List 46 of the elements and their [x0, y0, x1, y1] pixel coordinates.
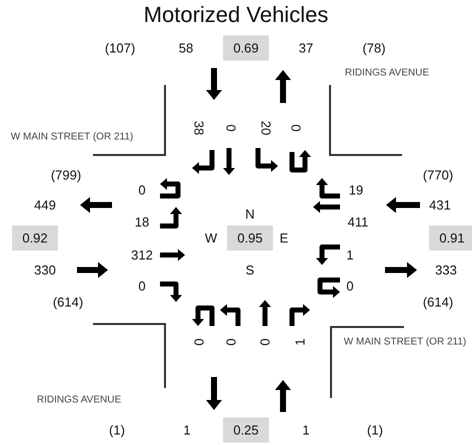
total-volume: (770) — [422, 168, 454, 182]
total-volume: (799) — [50, 168, 82, 182]
peak-hour-factor: 0.92 — [12, 226, 58, 250]
turn-count: 1 — [292, 338, 308, 346]
peak-hour-factor: 0.95 — [227, 226, 273, 250]
volume-count: 411 — [348, 214, 368, 230]
turn-count: 0 — [224, 124, 238, 132]
street-name: RIDINGS AVENUE — [344, 66, 430, 80]
volume-count: 37 — [298, 40, 314, 56]
volume-count: 330 — [34, 262, 56, 278]
street-name: W MAIN STREET (OR 211) — [10, 130, 134, 144]
volume-count: 0 — [346, 278, 354, 294]
compass-letter: W — [204, 230, 218, 246]
total-volume: (78) — [362, 40, 386, 56]
volume-count: 1 — [346, 248, 354, 262]
volume-count: 18 — [134, 214, 150, 230]
compass-letter: S — [246, 262, 254, 278]
turn-count: 0 — [192, 338, 206, 346]
diagram-title: Motorized Vehicles — [144, 3, 328, 27]
volume-count: 1 — [183, 422, 191, 438]
compass-letter: N — [245, 206, 255, 222]
volume-count: 333 — [435, 262, 457, 278]
total-volume: (614) — [422, 294, 454, 310]
volume-count: 0 — [138, 182, 146, 198]
total-volume: (107) — [104, 40, 136, 56]
total-volume: (614) — [52, 294, 84, 310]
volume-count: 431 — [429, 198, 451, 212]
compass-letter: E — [280, 230, 288, 246]
volume-count: 0 — [138, 278, 146, 294]
total-volume: (1) — [109, 422, 125, 438]
turn-count: 0 — [258, 338, 272, 346]
turn-count: 0 — [288, 124, 304, 132]
turn-count: 38 — [192, 120, 206, 136]
street-name: W MAIN STREET (OR 211) — [344, 336, 466, 350]
total-volume: (1) — [367, 422, 383, 438]
peak-hour-factor: 0.91 — [429, 226, 472, 250]
turn-count: 20 — [258, 120, 274, 136]
volume-count: 312 — [131, 248, 153, 262]
peak-hour-factor: 0.25 — [223, 418, 269, 442]
peak-hour-factor: 0.69 — [223, 36, 269, 60]
volume-count: 1 — [302, 422, 310, 438]
volume-count: 449 — [34, 198, 56, 212]
street-name: RIDINGS AVENUE — [36, 394, 122, 408]
volume-count: 58 — [178, 40, 194, 56]
turn-count: 0 — [224, 338, 238, 346]
volume-count: 19 — [348, 182, 364, 198]
